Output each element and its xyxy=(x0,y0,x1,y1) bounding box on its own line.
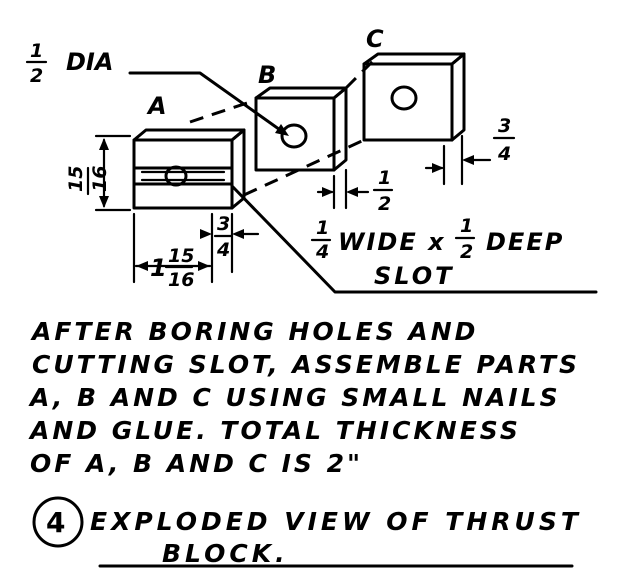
dash-a-b-top xyxy=(189,98,257,124)
part-c-front-face xyxy=(362,62,454,142)
dim-depth-num: 3 xyxy=(217,213,230,235)
caption: 4 EXPLODED VIEW OF THRUST BLOCK. xyxy=(32,496,582,568)
part-c-label: C xyxy=(366,25,384,53)
dim-width-arrow-left xyxy=(136,261,148,271)
dim-thickness-c: 3 4 xyxy=(424,115,516,186)
part-c-side-face xyxy=(450,52,466,142)
instruction-line-1: AFTER BORING HOLES AND xyxy=(30,317,478,346)
part-a-hole xyxy=(164,165,188,187)
instruction-line-4: AND GLUE. TOTAL THICKNESS xyxy=(28,416,521,445)
caption-line-1: EXPLODED VIEW OF THRUST xyxy=(90,507,582,536)
hole-dia-num: 1 xyxy=(30,40,43,62)
caption-number: 4 xyxy=(46,506,65,539)
instruction-line-2: CUTTING SLOT, ASSEMBLE PARTS xyxy=(32,350,580,379)
slot-depth-den: 2 xyxy=(460,241,473,263)
dim-depth-arrow-right xyxy=(232,229,244,239)
dim-height-arrow-top xyxy=(99,138,109,150)
part-c-hole xyxy=(390,85,418,111)
dim-b-num: 1 xyxy=(378,167,391,189)
hole-dia-label: DIA xyxy=(66,48,113,76)
dim-b-arrow-left xyxy=(322,187,334,197)
part-b-hole xyxy=(280,123,308,149)
dim-depth-den: 4 xyxy=(216,239,230,261)
hole-leader-arrow xyxy=(275,124,289,136)
dim-depth-arrow-left xyxy=(200,229,212,239)
part-a-label: A xyxy=(146,92,167,120)
slot-width-den: 4 xyxy=(315,241,329,263)
dim-b-den: 2 xyxy=(378,193,391,215)
dim-c-num: 3 xyxy=(498,115,511,137)
part-a-front-face xyxy=(132,138,234,210)
part-a: A xyxy=(132,92,246,210)
dim-width-a: 1 15 16 xyxy=(132,212,214,291)
dim-b-arrow-right xyxy=(346,187,358,197)
part-b-label: B xyxy=(258,61,276,89)
caption-number-circle xyxy=(32,496,84,548)
dim-c-arrow-left xyxy=(432,163,444,173)
part-b-side-face xyxy=(332,86,348,172)
slot-callout: 1 4 WIDE x 1 2 DEEP SLOT xyxy=(310,215,564,290)
dim-c-arrow-right xyxy=(462,155,474,165)
slot-leader-line xyxy=(230,184,598,294)
hole-callout: 1 2 DIA xyxy=(25,40,289,136)
part-b-front-face xyxy=(254,96,336,172)
caption-line-2: BLOCK. xyxy=(162,539,289,568)
dim-height-num: 15 xyxy=(65,166,87,192)
slot-label: SLOT xyxy=(374,262,455,290)
dim-width-den: 16 xyxy=(168,269,194,291)
dim-height-a: 15 16 xyxy=(65,134,132,212)
alignment-lines xyxy=(189,54,380,197)
slot-depth-num: 1 xyxy=(460,215,473,237)
dim-width-arrow-right xyxy=(198,261,210,271)
dim-width-whole: 1 xyxy=(150,254,167,282)
part-c: C xyxy=(362,25,466,142)
dim-c-den: 4 xyxy=(497,143,511,165)
instruction-line-5: OF A, B AND C IS 2" xyxy=(30,449,363,478)
dim-height-text: 15 16 xyxy=(65,166,111,196)
dim-height-den: 16 xyxy=(89,166,111,192)
dim-thickness-b: 1 2 xyxy=(316,167,394,215)
dash-b-c-top xyxy=(344,54,380,90)
slot-width-num: 1 xyxy=(316,217,329,239)
hole-dia-den: 2 xyxy=(30,65,43,87)
instruction-line-3: A, B AND C USING SMALL NAILS xyxy=(28,383,561,412)
dim-depth-a: 3 4 xyxy=(200,212,260,274)
dim-width-num: 15 xyxy=(168,245,194,267)
slot-wide-label: WIDE x xyxy=(338,228,446,256)
slot-deep-label: DEEP xyxy=(486,228,564,256)
instructions: AFTER BORING HOLES AND CUTTING SLOT, ASS… xyxy=(28,317,580,478)
dim-height-arrow-bottom xyxy=(99,196,109,208)
